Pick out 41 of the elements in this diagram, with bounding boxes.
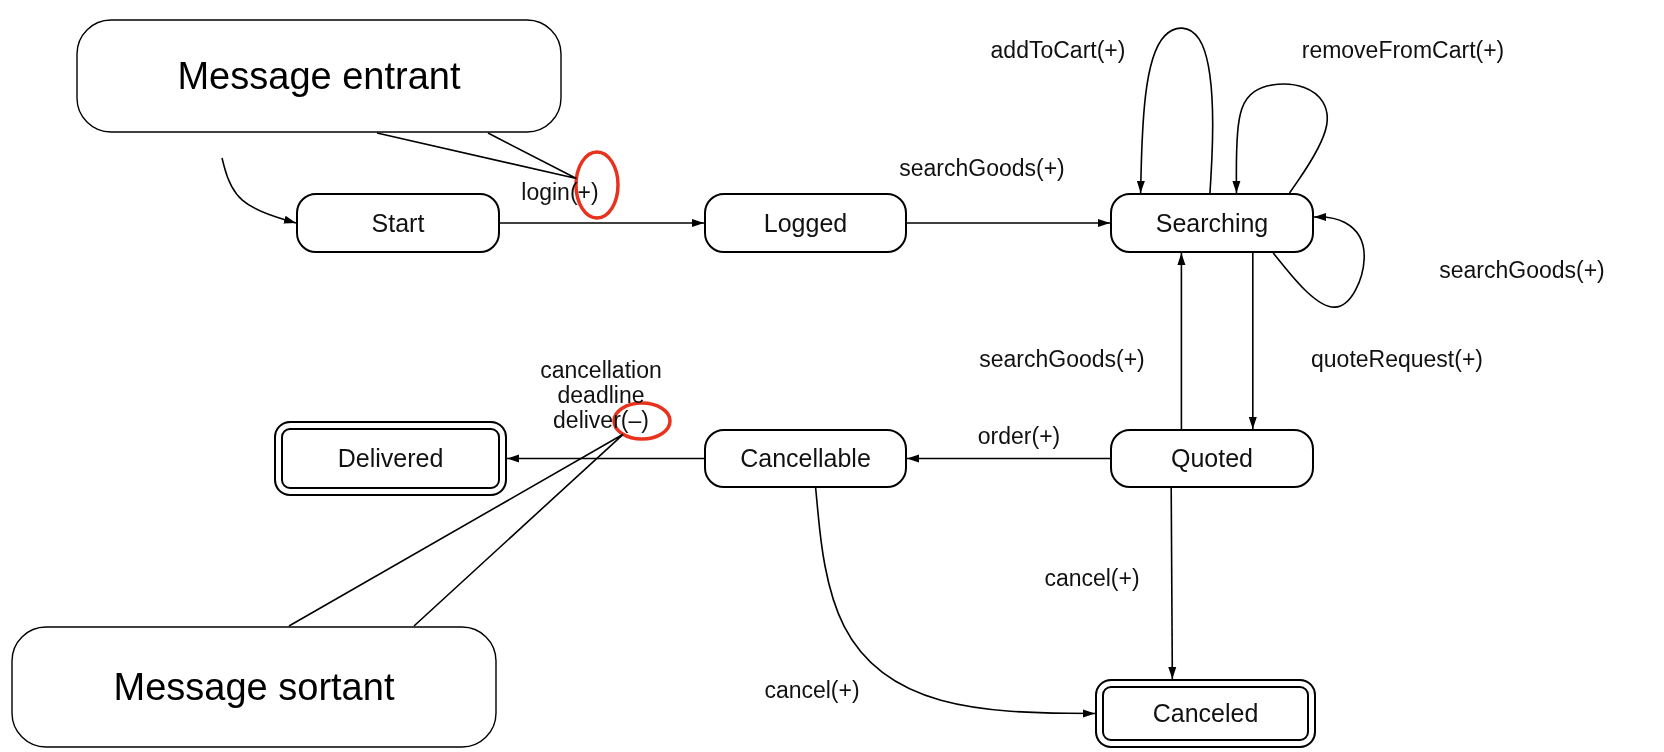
edge-label: addToCart(+) xyxy=(990,37,1126,63)
state-name: Logged xyxy=(763,208,848,238)
final-state-box xyxy=(1095,679,1316,748)
state-name: Searching xyxy=(1155,208,1269,238)
callout-text: Message sortant xyxy=(113,665,395,709)
transition-arrow xyxy=(906,219,1111,227)
edge-label: searchGoods(+) xyxy=(1439,257,1605,283)
transition-arrow xyxy=(1168,487,1177,680)
transition-arrow xyxy=(499,219,705,227)
callout-bubble xyxy=(11,626,497,748)
callout-text: Message entrant xyxy=(177,54,461,98)
transition-arrow xyxy=(1136,27,1214,194)
transition-arrow xyxy=(1177,252,1186,430)
edge-label: searchGoods(+) xyxy=(979,346,1145,372)
edge-label: searchGoods(+) xyxy=(899,155,1065,181)
state-box xyxy=(296,193,500,253)
state-name: Start xyxy=(371,208,425,238)
state-box xyxy=(704,429,907,488)
state-name: Cancellable xyxy=(740,444,871,473)
edge-label: quoteRequest(+) xyxy=(1311,346,1483,372)
edge-label: order(+) xyxy=(977,423,1061,449)
transition-arrow xyxy=(814,487,1096,718)
transition-arrow xyxy=(906,454,1111,463)
callout-bubble xyxy=(76,19,562,133)
callout-pointer xyxy=(288,433,624,627)
transition-arrow xyxy=(1248,252,1257,430)
transition-arrow xyxy=(221,157,297,224)
transition-arrow xyxy=(506,454,705,463)
transition-arrow xyxy=(1272,213,1365,308)
final-state-box xyxy=(274,421,507,496)
state-box xyxy=(1110,429,1314,488)
state-name: Quoted xyxy=(1171,444,1253,473)
edge-label: cancel(+) xyxy=(1044,565,1140,591)
edge-label: removeFromCart(+) xyxy=(1301,37,1505,63)
state-name: Canceled xyxy=(1152,699,1259,728)
edge-label: cancel(+) xyxy=(764,677,860,703)
state-box xyxy=(1110,193,1314,253)
callout-pointer xyxy=(376,132,578,180)
state-name: Delivered xyxy=(337,444,444,473)
state-box xyxy=(704,193,907,253)
transition-arrow xyxy=(1232,83,1328,194)
